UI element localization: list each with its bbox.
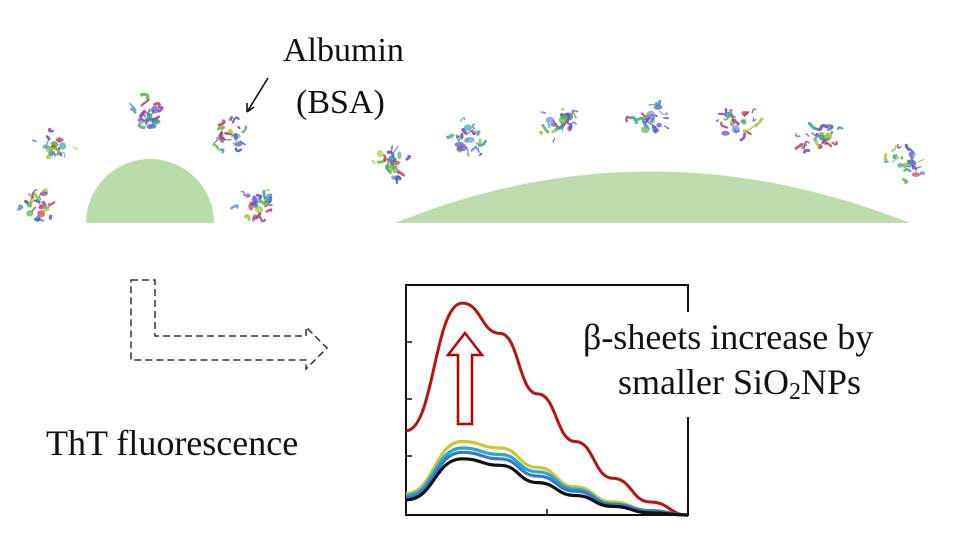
albumin-protein — [794, 121, 844, 154]
tht-fluorescence-label: ThT fluorescence — [46, 423, 299, 463]
albumin-protein — [230, 188, 273, 223]
label-pointer-head — [246, 103, 255, 113]
albumin-label: Albumin — [283, 32, 404, 69]
caption-line-2-text: smaller SiO — [618, 362, 789, 402]
label-pointer-line — [246, 77, 269, 113]
fluorescence-curve — [405, 301, 689, 517]
albumin-protein — [883, 143, 926, 184]
albumin-protein — [715, 108, 764, 142]
large-silica-nanoparticle — [395, 171, 910, 223]
albumin-proteins-small-particle — [16, 92, 273, 223]
albumin-protein — [446, 117, 487, 157]
caption-line-2: smaller SiO2NPs — [618, 362, 862, 404]
bsa-label: (BSA) — [296, 84, 385, 121]
albumin-protein — [539, 107, 579, 143]
small-silica-nanoparticle — [86, 159, 214, 223]
caption-line-2-suffix: NPs — [800, 362, 862, 402]
caption-line-1: β-sheets increase by — [583, 317, 874, 357]
increase-arrow — [445, 330, 485, 426]
albumin-protein — [16, 188, 56, 222]
albumin-protein — [129, 92, 164, 130]
albumin-protein — [32, 127, 78, 160]
dashed-flow-arrow — [130, 279, 329, 371]
albumin-protein — [371, 145, 412, 185]
albumin-proteins-large-particle — [371, 99, 926, 185]
caption-subscript: 2 — [788, 379, 801, 405]
fluorescence-curve — [405, 457, 689, 517]
albumin-protein — [212, 115, 248, 154]
caption-background — [578, 312, 948, 417]
fluorescence-curve — [405, 450, 689, 517]
fluorescence-curves — [405, 301, 689, 517]
albumin-protein — [625, 99, 670, 134]
